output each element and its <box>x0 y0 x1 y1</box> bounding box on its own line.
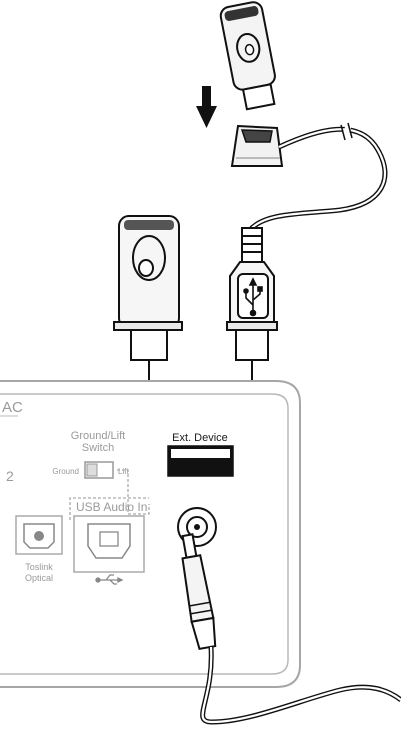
usb-dongle-left <box>113 215 183 361</box>
usb-audio-in-label: USB Audio In <box>76 500 147 514</box>
ground-label: Ground <box>52 467 79 476</box>
toslink-optical-port[interactable] <box>15 515 63 555</box>
usb-audio-in-port[interactable] <box>73 515 145 573</box>
dc-power-plug <box>181 533 217 650</box>
ground-dashed-line <box>69 469 150 520</box>
down-arrow-icon <box>196 86 217 128</box>
extension-socket <box>230 124 284 167</box>
ext-device-usb-port[interactable] <box>167 445 234 477</box>
extension-cable <box>248 122 388 232</box>
ground-lift-subtitle: Switch <box>82 442 114 454</box>
toslink-label: Toslink <box>25 562 53 572</box>
ground-lift-title: Ground/Lift <box>71 430 125 442</box>
model-fragment: AC <box>2 399 23 416</box>
usb-dongle-top <box>219 1 276 111</box>
lift-label: Lift <box>118 467 129 476</box>
ext-device-label: Ext. Device <box>172 432 228 444</box>
usb-symbol-icon <box>243 277 263 317</box>
ground-lift-switch[interactable] <box>84 461 114 479</box>
usb-extension-plug <box>226 227 278 361</box>
usb-audio-symbol-icon <box>95 574 124 585</box>
input-number-label: 2 <box>6 468 14 484</box>
optical-label: Optical <box>25 573 53 583</box>
power-cable <box>200 646 401 725</box>
